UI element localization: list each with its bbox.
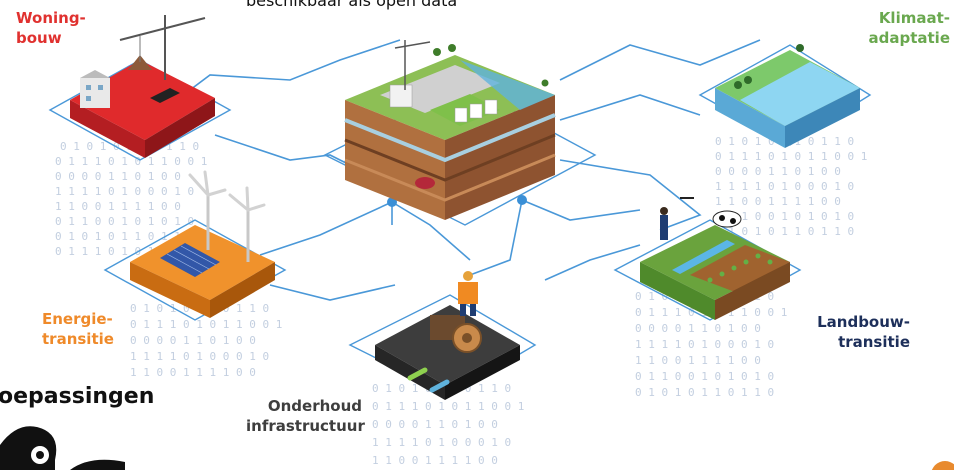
svg-text:0 1 1 1 0 1 0 1 1 0 0 1: 0 1 1 1 0 1 0 1 1 0 0 1 bbox=[130, 318, 282, 331]
network-node bbox=[517, 195, 527, 205]
svg-text:0 0 0 0 1 1 0 1 0 0: 0 0 0 0 1 1 0 1 0 0 bbox=[715, 165, 841, 178]
svg-text:1 1 0 0 1 1 1 1 0 0: 1 1 0 0 1 1 1 1 0 0 bbox=[55, 200, 181, 213]
svg-text:0 1 1 0 0 1 0 1 0 1 0: 0 1 1 0 0 1 0 1 0 1 0 bbox=[635, 370, 774, 383]
label-landbouwtransitie: Landbouw- transitie bbox=[817, 313, 910, 351]
svg-text:1 1 1 1 0 1 0 0 0 1 0: 1 1 1 1 0 1 0 0 0 1 0 bbox=[372, 436, 511, 449]
svg-text:0 0 0 0 1 1 0 1 0 0: 0 0 0 0 1 1 0 1 0 0 bbox=[55, 170, 181, 183]
svg-text:1 1 0 0 1 1 1 1 0 0: 1 1 0 0 1 1 1 1 0 0 bbox=[130, 366, 256, 379]
label-woningbouw: Woning- bouw bbox=[16, 9, 86, 47]
svg-text:1 1 1 1 0 1 0 0 0 1 0: 1 1 1 1 0 1 0 0 0 1 0 bbox=[635, 338, 774, 351]
map-pin-icon bbox=[0, 426, 125, 470]
svg-text:0 1 1 1 0 1 0 1 1 0 0 1: 0 1 1 1 0 1 0 1 1 0 0 1 bbox=[715, 150, 867, 163]
svg-text:0 1 1 0 0 1 0 1 0 1 0: 0 1 1 0 0 1 0 1 0 1 0 bbox=[55, 215, 194, 228]
label-energietransitie: Energie- transitie bbox=[42, 310, 114, 348]
svg-text:0 1 1 0 0 1 0 1 0 1 0: 0 1 1 0 0 1 0 1 0 1 0 bbox=[715, 210, 854, 223]
svg-text:1 1 1 1 0 1 0 0 0 1 0: 1 1 1 1 0 1 0 0 0 1 0 bbox=[55, 185, 194, 198]
svg-text:1 1 0 0 1 1 1 1 0 0: 1 1 0 0 1 1 1 1 0 0 bbox=[715, 195, 841, 208]
svg-text:1 1 1 1 0 1 0 0 0 1 0: 1 1 1 1 0 1 0 0 0 1 0 bbox=[715, 180, 854, 193]
top-caption: beschikbaar als open data bbox=[246, 0, 458, 10]
svg-text:0 1 1 1 0 1 0 1 1 0 0 1: 0 1 1 1 0 1 0 1 1 0 0 1 bbox=[55, 155, 207, 168]
tile-woningbouw bbox=[70, 15, 215, 158]
svg-text:1 1 1 1 0 1 0 0 0 1 0: 1 1 1 1 0 1 0 0 0 1 0 bbox=[130, 350, 269, 363]
tile-energie bbox=[130, 170, 275, 318]
svg-text:0 0 0 0 1 1 0 1 0 0: 0 0 0 0 1 1 0 1 0 0 bbox=[372, 418, 498, 431]
svg-text:0 1 1 1 0 1 0 1 1 0 0 1: 0 1 1 1 0 1 0 1 1 0 0 1 bbox=[372, 400, 524, 413]
tile-klimaatadaptatie bbox=[715, 44, 860, 148]
svg-text:0 1 0 1 0 1 1 0 1 1 0: 0 1 0 1 0 1 1 0 1 1 0 bbox=[715, 225, 854, 238]
tile-onderhoud-infrastructuur bbox=[375, 271, 520, 400]
svg-text:0 0 0 0 1 1 0 1 0 0: 0 0 0 0 1 1 0 1 0 0 bbox=[635, 322, 761, 335]
tile-landbouw bbox=[640, 197, 790, 320]
label-onderhoud-infrastructuur: Onderhoud infrastructuur bbox=[246, 397, 365, 435]
svg-text:0 1 0 1 0 1 1 0 1 1 0: 0 1 0 1 0 1 1 0 1 1 0 bbox=[635, 386, 774, 399]
svg-text:0 0 0 0 1 1 0 1 0 0: 0 0 0 0 1 1 0 1 0 0 bbox=[130, 334, 256, 347]
svg-text:1 1 0 0 1 1 1 1 0 0: 1 1 0 0 1 1 1 1 0 0 bbox=[372, 454, 498, 467]
section-title: oepassingen bbox=[0, 384, 155, 409]
tile-central-subsurface bbox=[344, 40, 556, 220]
label-klimaatadaptatie: Klimaat- adaptatie bbox=[868, 9, 951, 47]
svg-text:1 1 0 0 1 1 1 1 0 0: 1 1 0 0 1 1 1 1 0 0 bbox=[635, 354, 761, 367]
corner-badge bbox=[931, 461, 954, 470]
